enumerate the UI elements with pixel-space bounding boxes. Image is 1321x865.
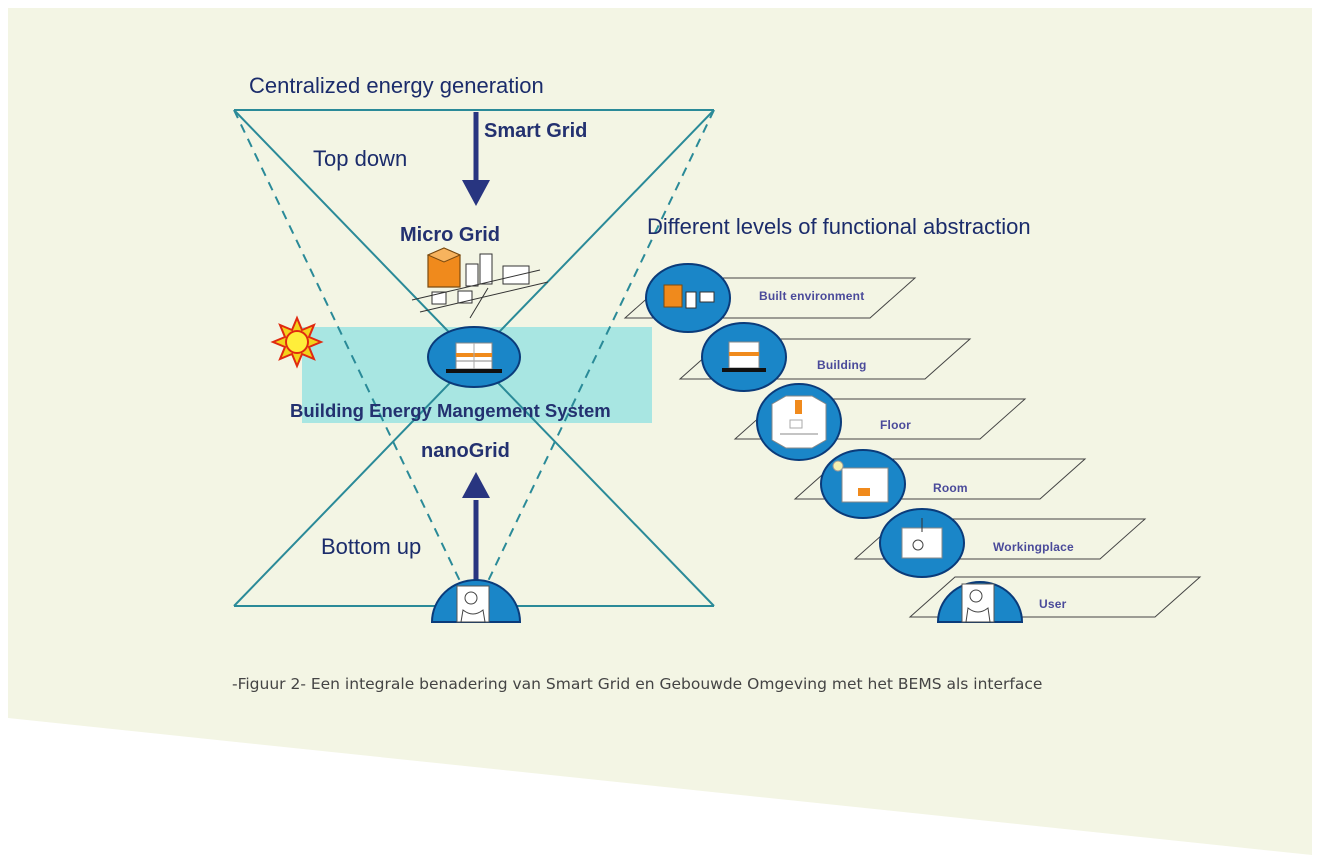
bems-label: Building Energy Mangement System: [290, 400, 611, 421]
plane-user: [908, 576, 1202, 618]
plane-building: [678, 338, 972, 380]
level-label-built-environment: Built environment: [759, 289, 865, 303]
bottom-up-arrow: [462, 472, 490, 580]
plane-workingplace: [853, 518, 1147, 560]
level-label-building: Building: [817, 358, 867, 372]
plane-room: [793, 458, 1087, 500]
abstraction-title: Different levels of functional abstracti…: [647, 214, 1031, 239]
nanogrid-label: nanoGrid: [421, 440, 510, 462]
bems-building-node: [427, 326, 521, 388]
level-label-workingplace: Workingplace: [993, 540, 1074, 554]
plane-floor: [733, 398, 1027, 440]
hourglass-dashed-lines: [233, 109, 715, 603]
top-down-label: Top down: [313, 146, 408, 171]
sun-icon: [270, 315, 324, 369]
level-label-room: Room: [933, 481, 968, 495]
smart-grid-label: Smart Grid: [484, 120, 588, 142]
bottom-up-label: Bottom up: [321, 534, 422, 559]
level-nodes: [645, 263, 1024, 623]
background-panel: [8, 8, 1312, 855]
micro-grid-label: Micro Grid: [400, 224, 501, 246]
level-label-floor: Floor: [880, 418, 911, 432]
micro-grid-buildings-icon: [411, 247, 549, 319]
plane-built-environment: [623, 277, 917, 319]
user-node: [430, 579, 522, 623]
centralized-generation-label: Centralized energy generation: [249, 73, 544, 98]
level-label-user: User: [1039, 597, 1067, 611]
figure-caption: -Figuur 2- Een integrale benadering van …: [232, 675, 1043, 693]
abstraction-levels: [623, 277, 1202, 618]
top-down-arrow: [462, 112, 490, 206]
